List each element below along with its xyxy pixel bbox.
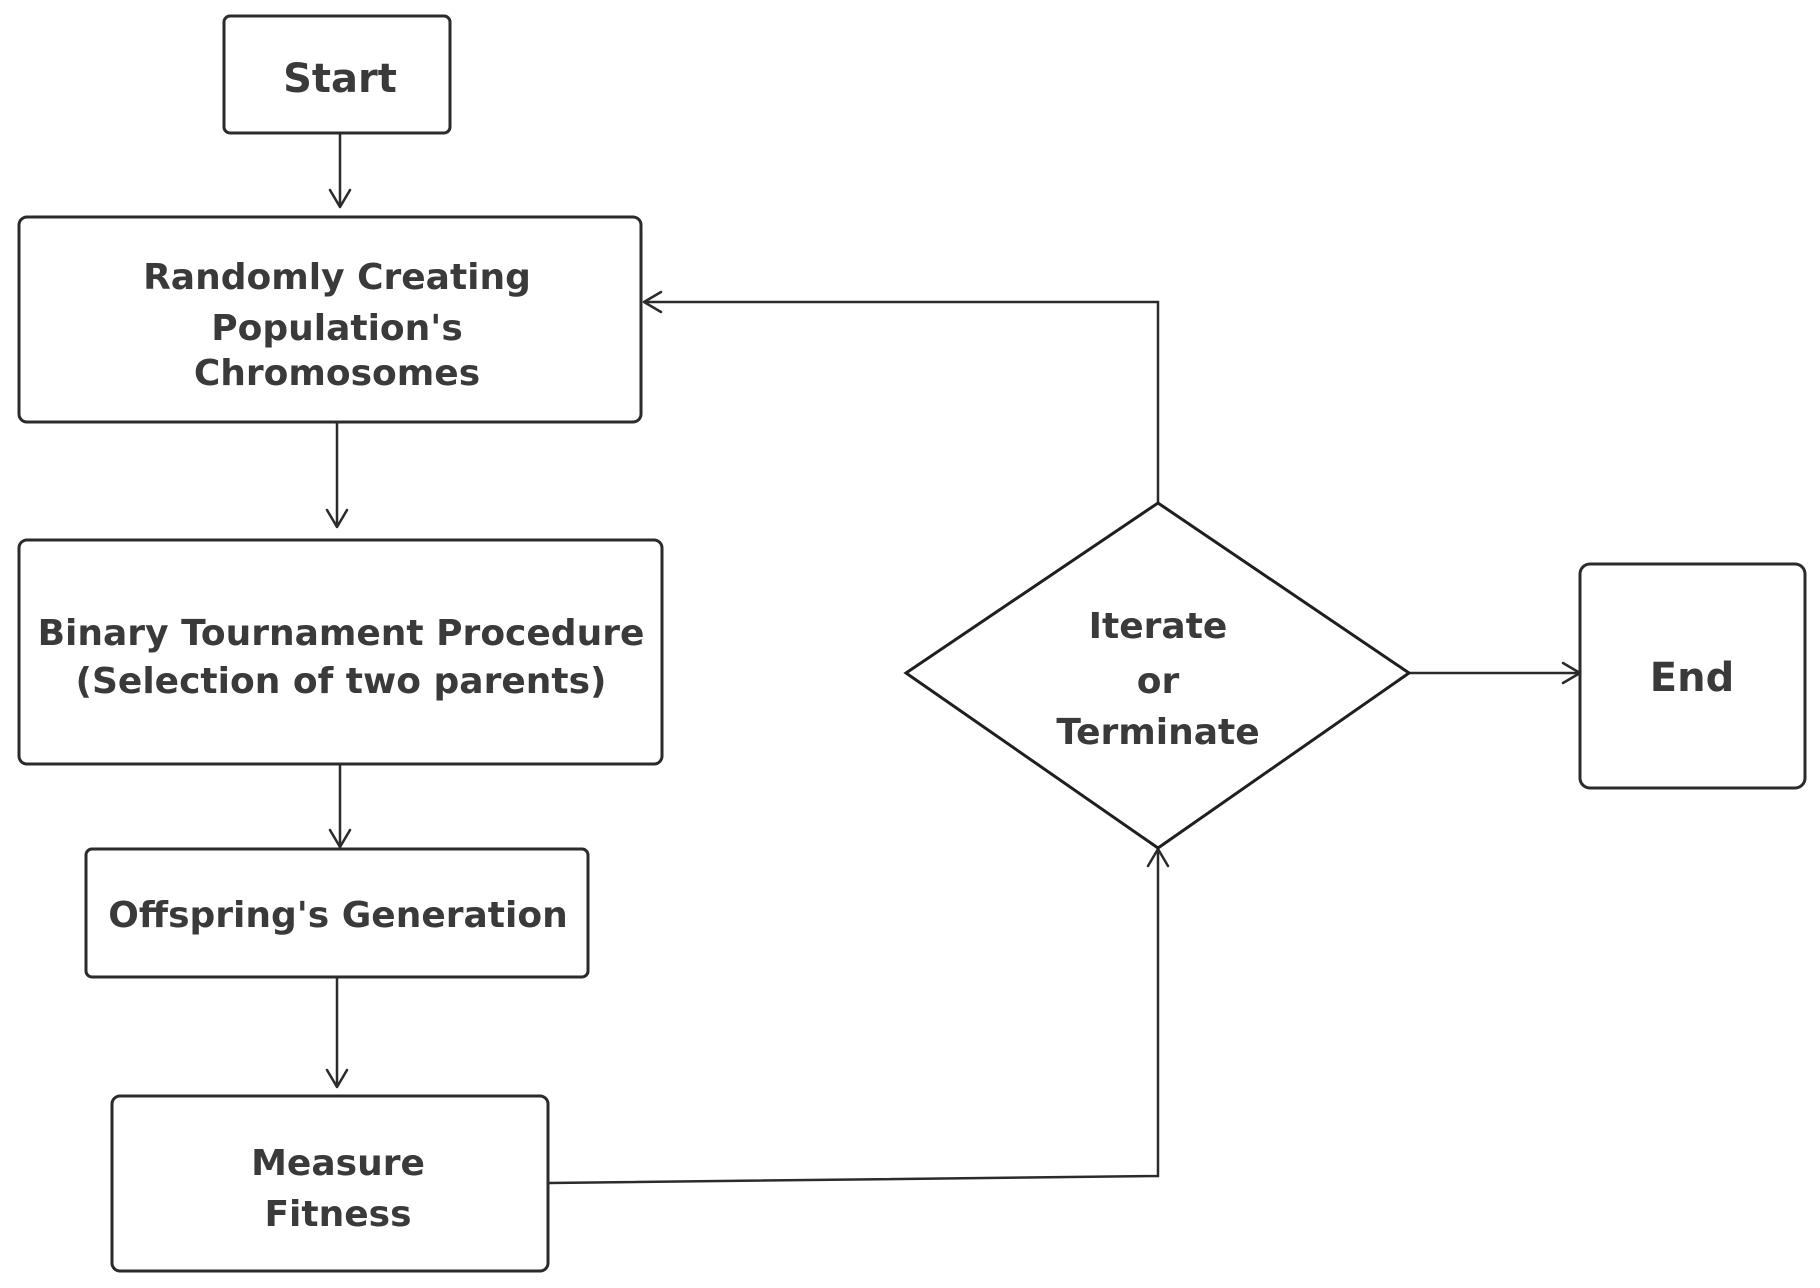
start-node: Start — [222, 14, 452, 135]
decision-label-line-3: Terminate — [1056, 712, 1259, 753]
tournament-label-line-1: Binary Tournament Procedure — [38, 613, 645, 654]
decision-label-line-1: Iterate — [1089, 606, 1228, 647]
create-population-label-line-1: Randomly Creating — [143, 257, 531, 298]
edge-start-to-create-population — [328, 133, 352, 209]
create-population-node: Randomly Creating Population's Chromosom… — [17, 215, 643, 424]
end-node: End — [1578, 562, 1807, 790]
fitness-label-line-2: Fitness — [264, 1194, 411, 1235]
tournament-node: Binary Tournament Procedure (Selection o… — [17, 538, 664, 766]
fitness-node: Measure Fitness — [110, 1094, 550, 1273]
fitness-label-line-1: Measure — [251, 1143, 425, 1184]
tournament-label-line-2: (Selection of two parents) — [76, 661, 607, 702]
offspring-label: Offspring's Generation — [108, 895, 567, 936]
edge-tournament-to-offspring — [328, 759, 352, 849]
start-label: Start — [283, 56, 397, 102]
offspring-node: Offspring's Generation — [84, 847, 590, 979]
create-population-label-line-2: Population's — [211, 308, 463, 349]
decision-node: Iterate or Terminate — [903, 501, 1412, 850]
end-label: End — [1650, 655, 1734, 701]
edge-decision-to-end — [1409, 661, 1582, 685]
edge-offspring-to-fitness — [325, 977, 349, 1089]
edge-decision-to-create-population — [642, 290, 1160, 503]
decision-label-line-2: or — [1137, 661, 1180, 702]
edge-create-population-to-tournament — [325, 422, 349, 529]
edge-fitness-to-decision — [548, 847, 1170, 1185]
create-population-label-line-3: Chromosomes — [194, 353, 480, 394]
